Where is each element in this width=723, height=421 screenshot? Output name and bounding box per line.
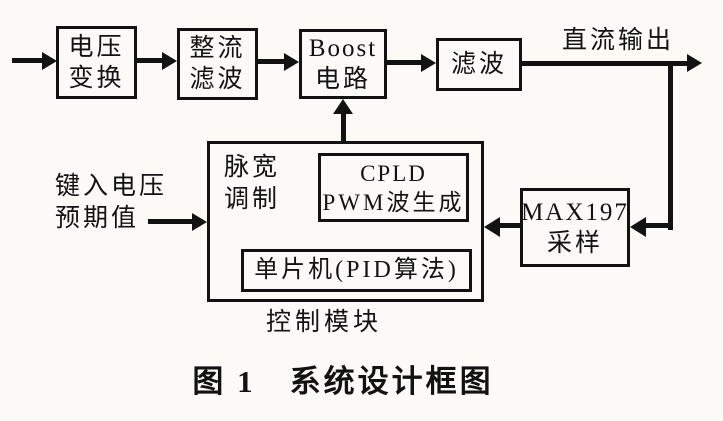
block-voltage-conversion-line2: 变换 <box>68 64 125 92</box>
input-arrow-line <box>12 58 44 63</box>
block-output-filter: 滤波 <box>436 38 522 91</box>
block-voltage-conversion: 电压 变换 <box>56 26 137 99</box>
pwm-modulation-line2: 调制 <box>224 186 281 213</box>
control-module-label: 控制模块 <box>266 309 383 336</box>
arrow-head-into-boost-icon <box>333 99 353 114</box>
arrow-head-rectifier-to-boost-icon <box>284 53 299 71</box>
block-output-filter-label: 滤波 <box>450 51 507 78</box>
dc-output-label: 直流输出 <box>562 27 675 54</box>
block-cpld-line2: PWM波生成 <box>322 189 465 215</box>
arrow-line-voltage-to-rectifier <box>137 58 164 63</box>
control-to-boost-line <box>341 113 346 141</box>
figure-caption: 图 1 系统设计框图 <box>192 364 494 399</box>
block-mcu-label: 单片机(PID算法) <box>254 257 459 283</box>
arrow-head-boost-to-filter-icon <box>421 54 436 72</box>
block-max197-line1: MAX197 <box>521 198 629 226</box>
block-boost-circuit: Boost 电路 <box>299 29 387 99</box>
arrow-line-boost-to-filter <box>387 60 421 65</box>
setpoint-line2: 预期值 <box>55 205 140 232</box>
block-rectifier-filter-line2: 滤波 <box>189 66 246 93</box>
setpoint-line1: 键入电压 <box>55 173 168 200</box>
setpoint-label: 键入电压 预期值 <box>55 171 167 235</box>
block-boost-circuit-line1: Boost <box>308 35 378 62</box>
block-max197-line2: 采样 <box>546 229 603 257</box>
block-rectifier-filter-line1: 整流 <box>189 35 246 62</box>
output-arrow-line <box>522 61 688 66</box>
output-arrow-head-icon <box>687 54 702 72</box>
setpoint-arrow-line <box>148 219 193 224</box>
arrow-head-voltage-to-rectifier-icon <box>162 52 177 70</box>
block-max197-sampling: MAX197 采样 <box>520 188 630 267</box>
input-arrow-head-icon <box>42 52 57 70</box>
pwm-modulation-line1: 脉宽 <box>224 154 281 181</box>
arrow-head-into-control-icon <box>484 217 500 237</box>
block-cpld-pwm: CPLD PWM波生成 <box>318 153 469 222</box>
feedback-drop-line <box>668 63 673 230</box>
block-mcu-pid: 单片机(PID算法) <box>241 249 472 292</box>
max197-to-control-line <box>499 223 521 228</box>
pwm-modulation-label: 脉宽 调制 <box>224 152 280 216</box>
arrow-line-rectifier-to-boost <box>258 59 285 64</box>
feedback-elbow-line <box>646 223 673 228</box>
setpoint-arrow-head-icon <box>192 213 207 231</box>
block-boost-circuit-line2: 电路 <box>314 66 371 93</box>
arrow-head-into-max197-icon <box>630 217 646 237</box>
block-control-module <box>207 141 484 302</box>
block-cpld-line1: CPLD <box>360 160 427 186</box>
block-voltage-conversion-line1: 电压 <box>68 33 125 61</box>
block-rectifier-filter: 整流 滤波 <box>177 28 258 100</box>
